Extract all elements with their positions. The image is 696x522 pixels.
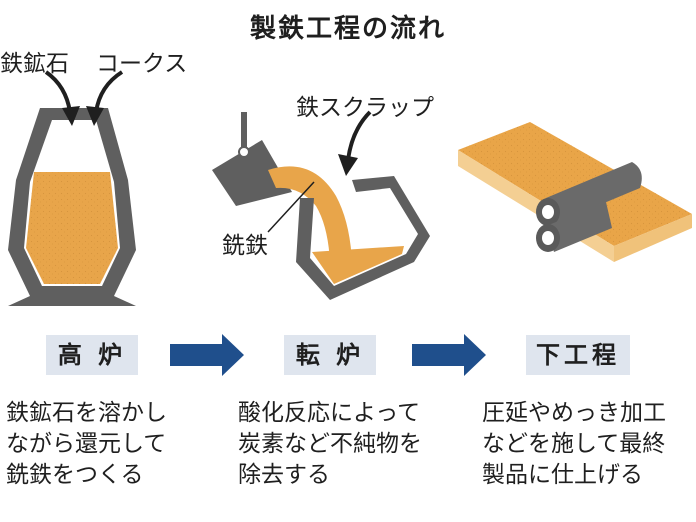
pig-iron-pour <box>268 166 352 262</box>
ladle-body <box>212 140 292 206</box>
converter-molten <box>312 246 404 284</box>
stage-label-blast-furnace: 高 炉 <box>46 335 138 375</box>
diagram-title: 製鉄工程の流れ <box>249 14 446 44</box>
flow-arrow-2 <box>412 334 486 376</box>
stage-label-downstream: 下工程 <box>526 335 630 375</box>
stage-description-blast-furnace: 鉄鉱石を溶かし ながら還元して 銑鉄をつくる <box>6 400 167 488</box>
pig-iron-leader <box>267 181 315 233</box>
flow-arrow-1 <box>170 334 244 376</box>
pig-iron-label: 銑鉄 <box>222 233 268 259</box>
ladle <box>212 112 292 206</box>
converter-shell <box>296 176 430 300</box>
coke-input-arrow <box>86 70 124 126</box>
lower-roller <box>536 202 612 252</box>
scrap-label: 鉄スクラップ <box>296 95 434 121</box>
stage-label-converter: 転 炉 <box>284 335 376 375</box>
ore-input-arrow <box>44 70 80 126</box>
iron-ore-label: 鉄鉱石 <box>0 51 69 77</box>
converter <box>296 176 430 300</box>
upper-roller <box>536 162 642 226</box>
stage-description-converter: 酸化反応によって 炭素など不純物を 除去する <box>238 400 422 488</box>
coke-label: コークス <box>96 51 188 77</box>
stage-description-downstream: 圧延やめっき加工 などを施して最終 製品に仕上げる <box>482 400 666 488</box>
blast-furnace <box>8 108 136 306</box>
scrap-input-arrow <box>338 110 372 176</box>
